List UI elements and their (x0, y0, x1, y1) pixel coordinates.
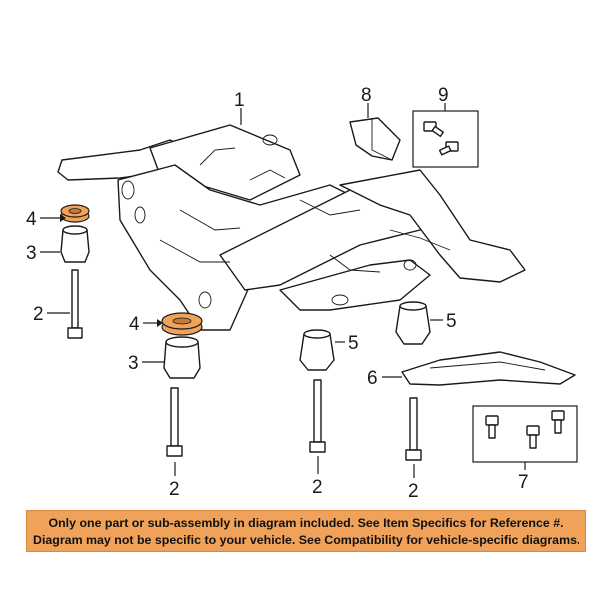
callout-6: 6 (367, 368, 378, 389)
callout-4-lower: 4 (129, 314, 140, 335)
callout-4-upper: 4 (26, 209, 37, 230)
mount-part-lower-left (163, 336, 201, 379)
bolt-part-2-b (166, 387, 183, 457)
callout-numbers: 1 8 9 4 3 2 4 3 2 2 2 5 5 6 7 (26, 85, 529, 502)
bolt-part-2-d (405, 397, 422, 461)
bushing-part-lower-left (161, 312, 203, 336)
bracket-part (349, 117, 401, 161)
callout-3-upper: 3 (26, 243, 37, 264)
callout-7: 7 (518, 472, 529, 493)
mount-part-5-center (299, 329, 335, 371)
callout-1: 1 (234, 90, 245, 111)
callout-5-center: 5 (348, 333, 359, 354)
bolt-kit-box-9 (412, 110, 479, 168)
bushing-part-upper-left (60, 204, 90, 223)
bolt-part-2-a (67, 269, 83, 339)
callout-2-left: 2 (33, 304, 44, 325)
disclaimer-line-2: Diagram may not be specific to your vehi… (33, 533, 579, 547)
callout-2-lower-left: 2 (169, 479, 180, 500)
brace-part-6 (401, 351, 576, 386)
subframe-part (57, 124, 526, 331)
mount-part-upper-left (60, 225, 90, 263)
bolt-kit-box-7 (472, 405, 578, 463)
callout-8: 8 (361, 85, 372, 106)
leader-lines (40, 103, 526, 478)
callout-9: 9 (438, 85, 449, 106)
callout-3-lower: 3 (128, 353, 139, 374)
disclaimer-line-1: Only one part or sub-assembly in diagram… (48, 516, 564, 530)
disclaimer-banner: Only one part or sub-assembly in diagram… (26, 510, 586, 552)
mount-part-5-right (395, 301, 431, 345)
callout-2-center: 2 (312, 477, 323, 498)
bolt-part-2-c (309, 379, 326, 453)
callout-5-right: 5 (446, 311, 457, 332)
callout-2-right: 2 (408, 481, 419, 502)
